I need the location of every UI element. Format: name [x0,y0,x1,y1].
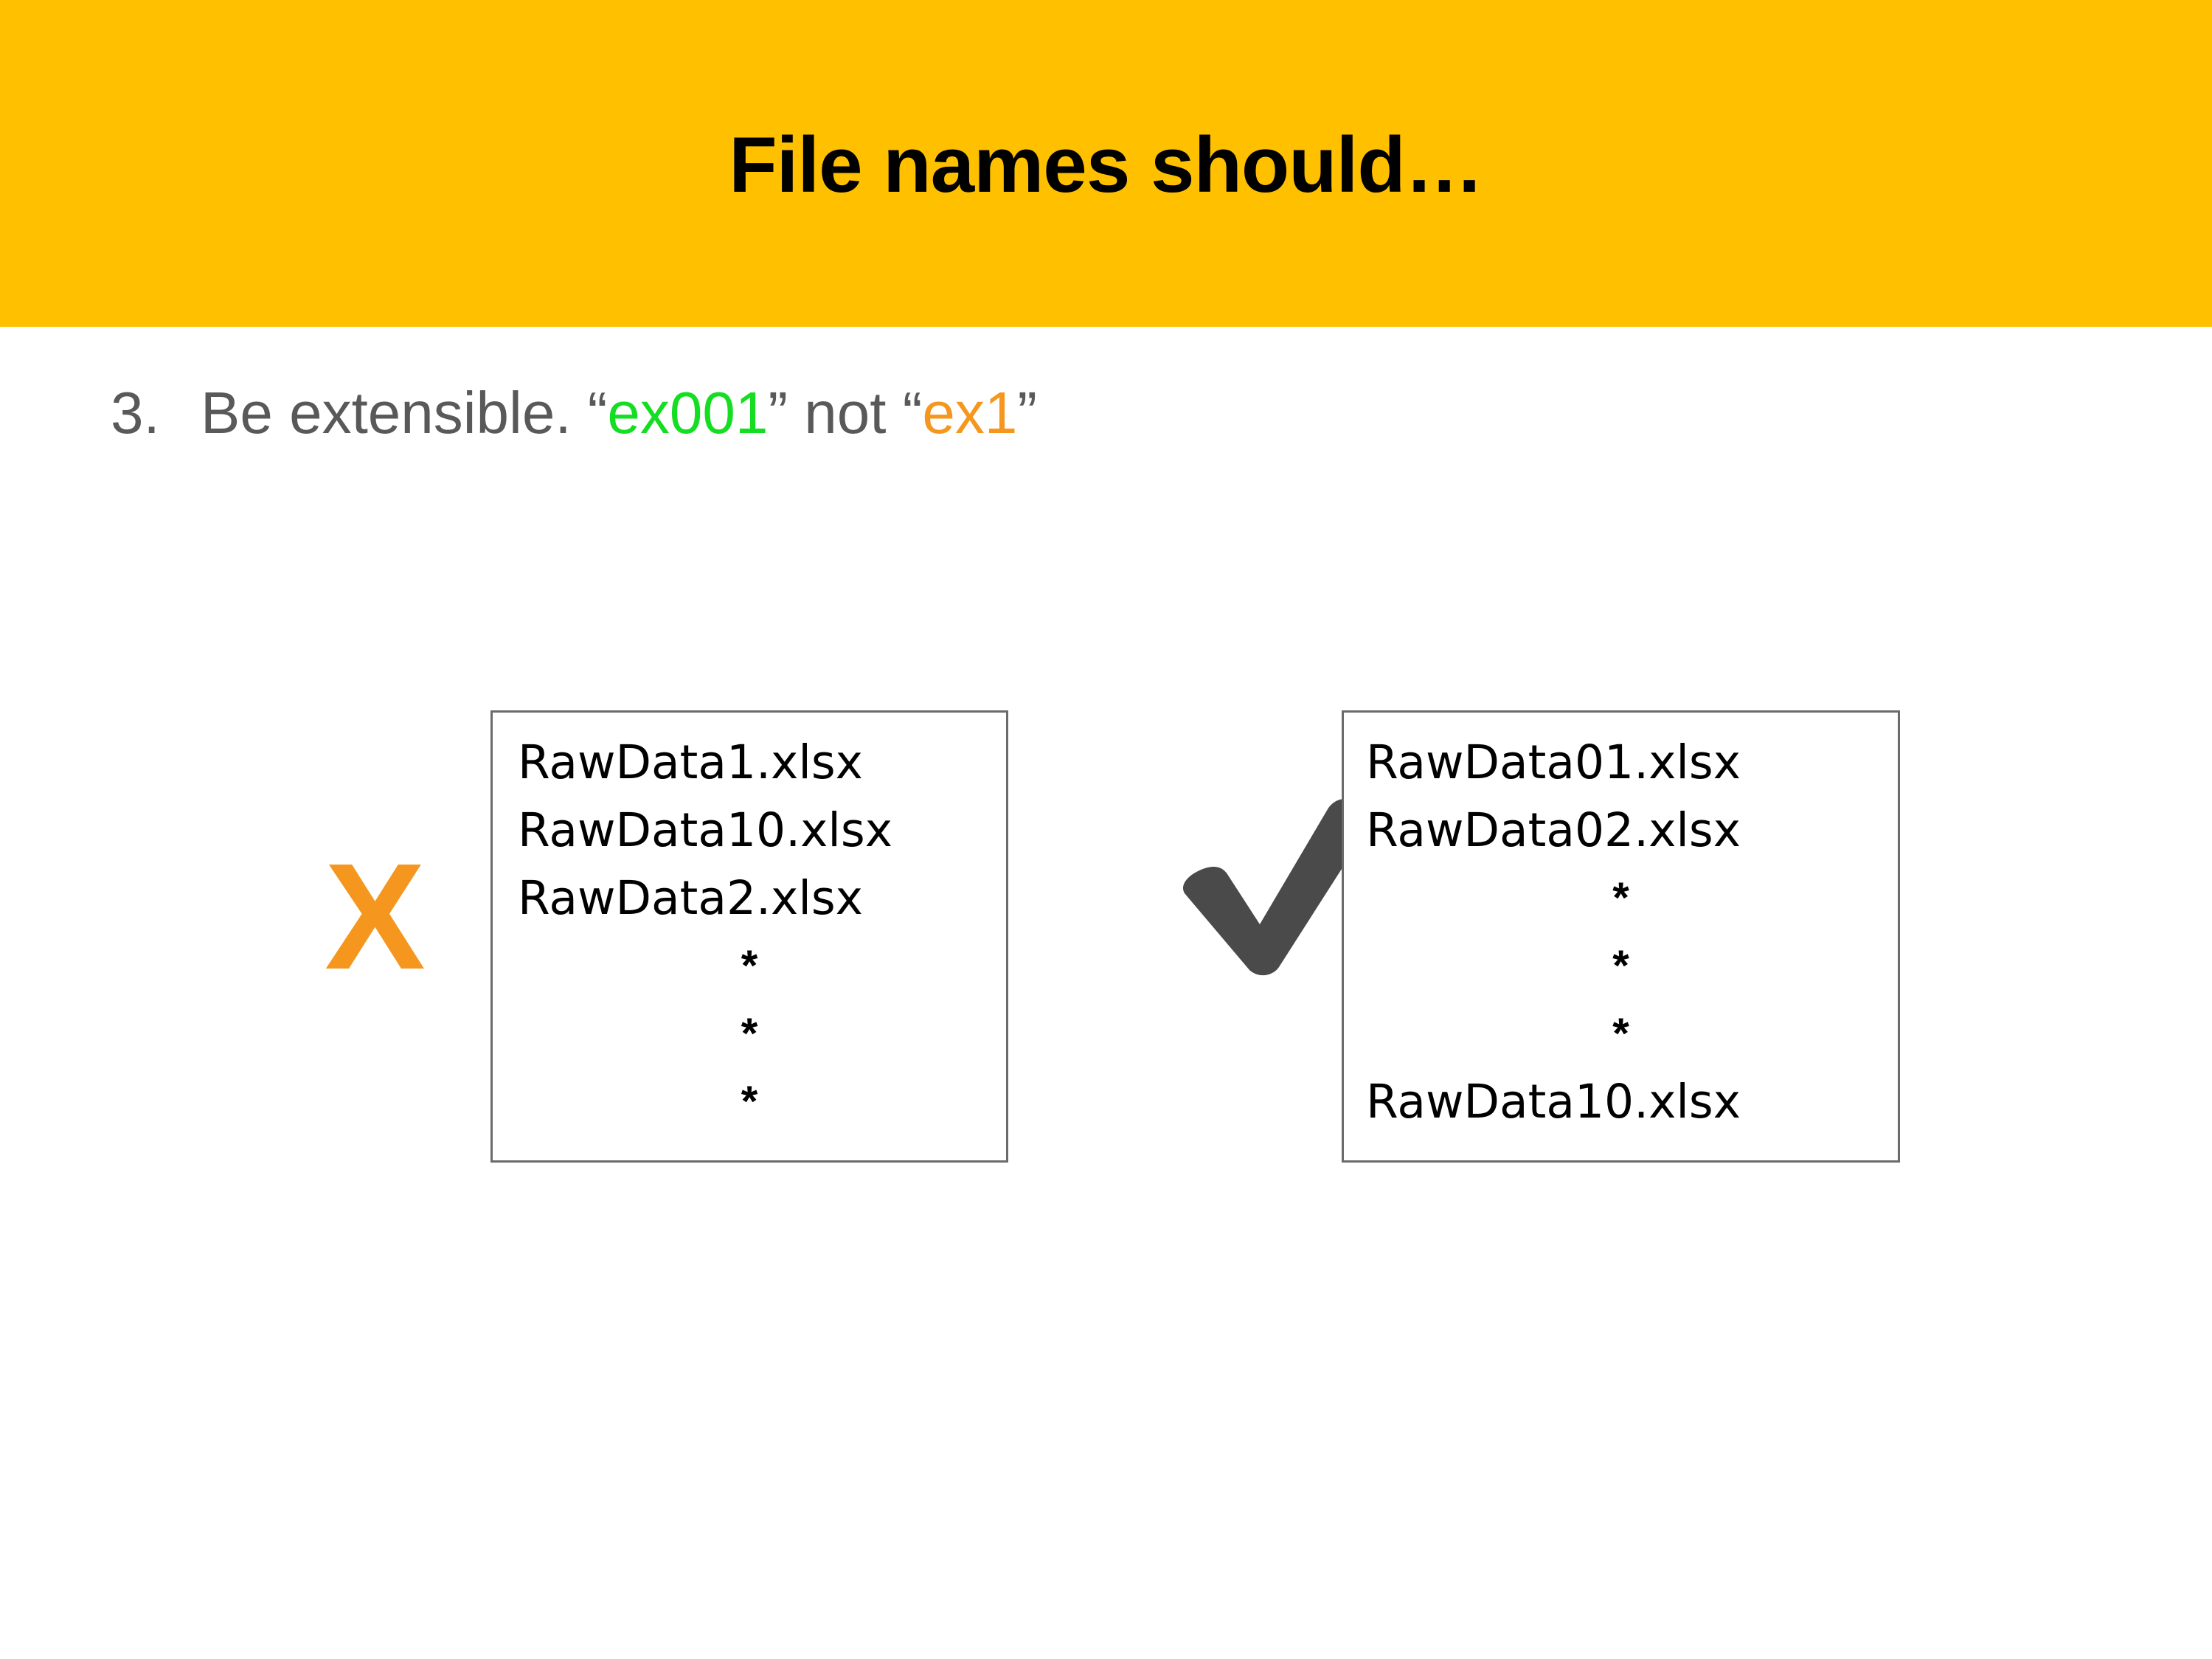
title-band: File names should… [0,0,2212,327]
close-quote-2: ” [1017,380,1037,446]
list-item: RawData01.xlsx [1366,735,1741,789]
list-item-ellipsis: * [1612,1010,1629,1058]
list-item-ellipsis: * [1612,874,1629,922]
bullet-lead-text: Be extensible. [201,380,588,446]
list-item: RawData1.xlsx [518,735,863,789]
open-quote-1: “ [587,380,608,446]
list-item-ellipsis: * [741,1010,758,1058]
close-quote-1: ” [768,380,788,446]
bullet-number: 3. [111,380,160,446]
bullet-text: Be extensible. “ex001” not “ex1” [201,381,1037,446]
list-item: RawData10.xlsx [518,803,893,857]
list-item-ellipsis: * [1612,942,1629,990]
list-item: RawData02.xlsx [1366,803,1741,857]
good-filename-list-box: RawData01.xlsx RawData02.xlsx * * * RawD… [1342,710,1900,1163]
bullet-item-3: 3. Be extensible. “ex001” not “ex1” [111,381,1037,446]
list-item-ellipsis: * [741,1078,758,1126]
bad-example-token: ex1 [922,380,1018,446]
bad-filename-list-box: RawData1.xlsx RawData10.xlsx RawData2.xl… [490,710,1008,1163]
list-item-ellipsis: * [741,942,758,990]
bullet-middle-text: not [788,380,903,446]
page-title: File names should… [729,120,1483,209]
open-quote-2: “ [902,380,923,446]
good-file-list: RawData01.xlsx RawData02.xlsx * * * RawD… [1344,729,1898,1136]
checkmark-icon [1173,793,1372,977]
bad-file-list: RawData1.xlsx RawData10.xlsx RawData2.xl… [493,729,1006,1136]
good-example-token: ex001 [607,380,769,446]
list-item: RawData10.xlsx [1366,1075,1741,1129]
cross-icon: X [325,832,426,1001]
list-item: RawData2.xlsx [518,871,863,925]
